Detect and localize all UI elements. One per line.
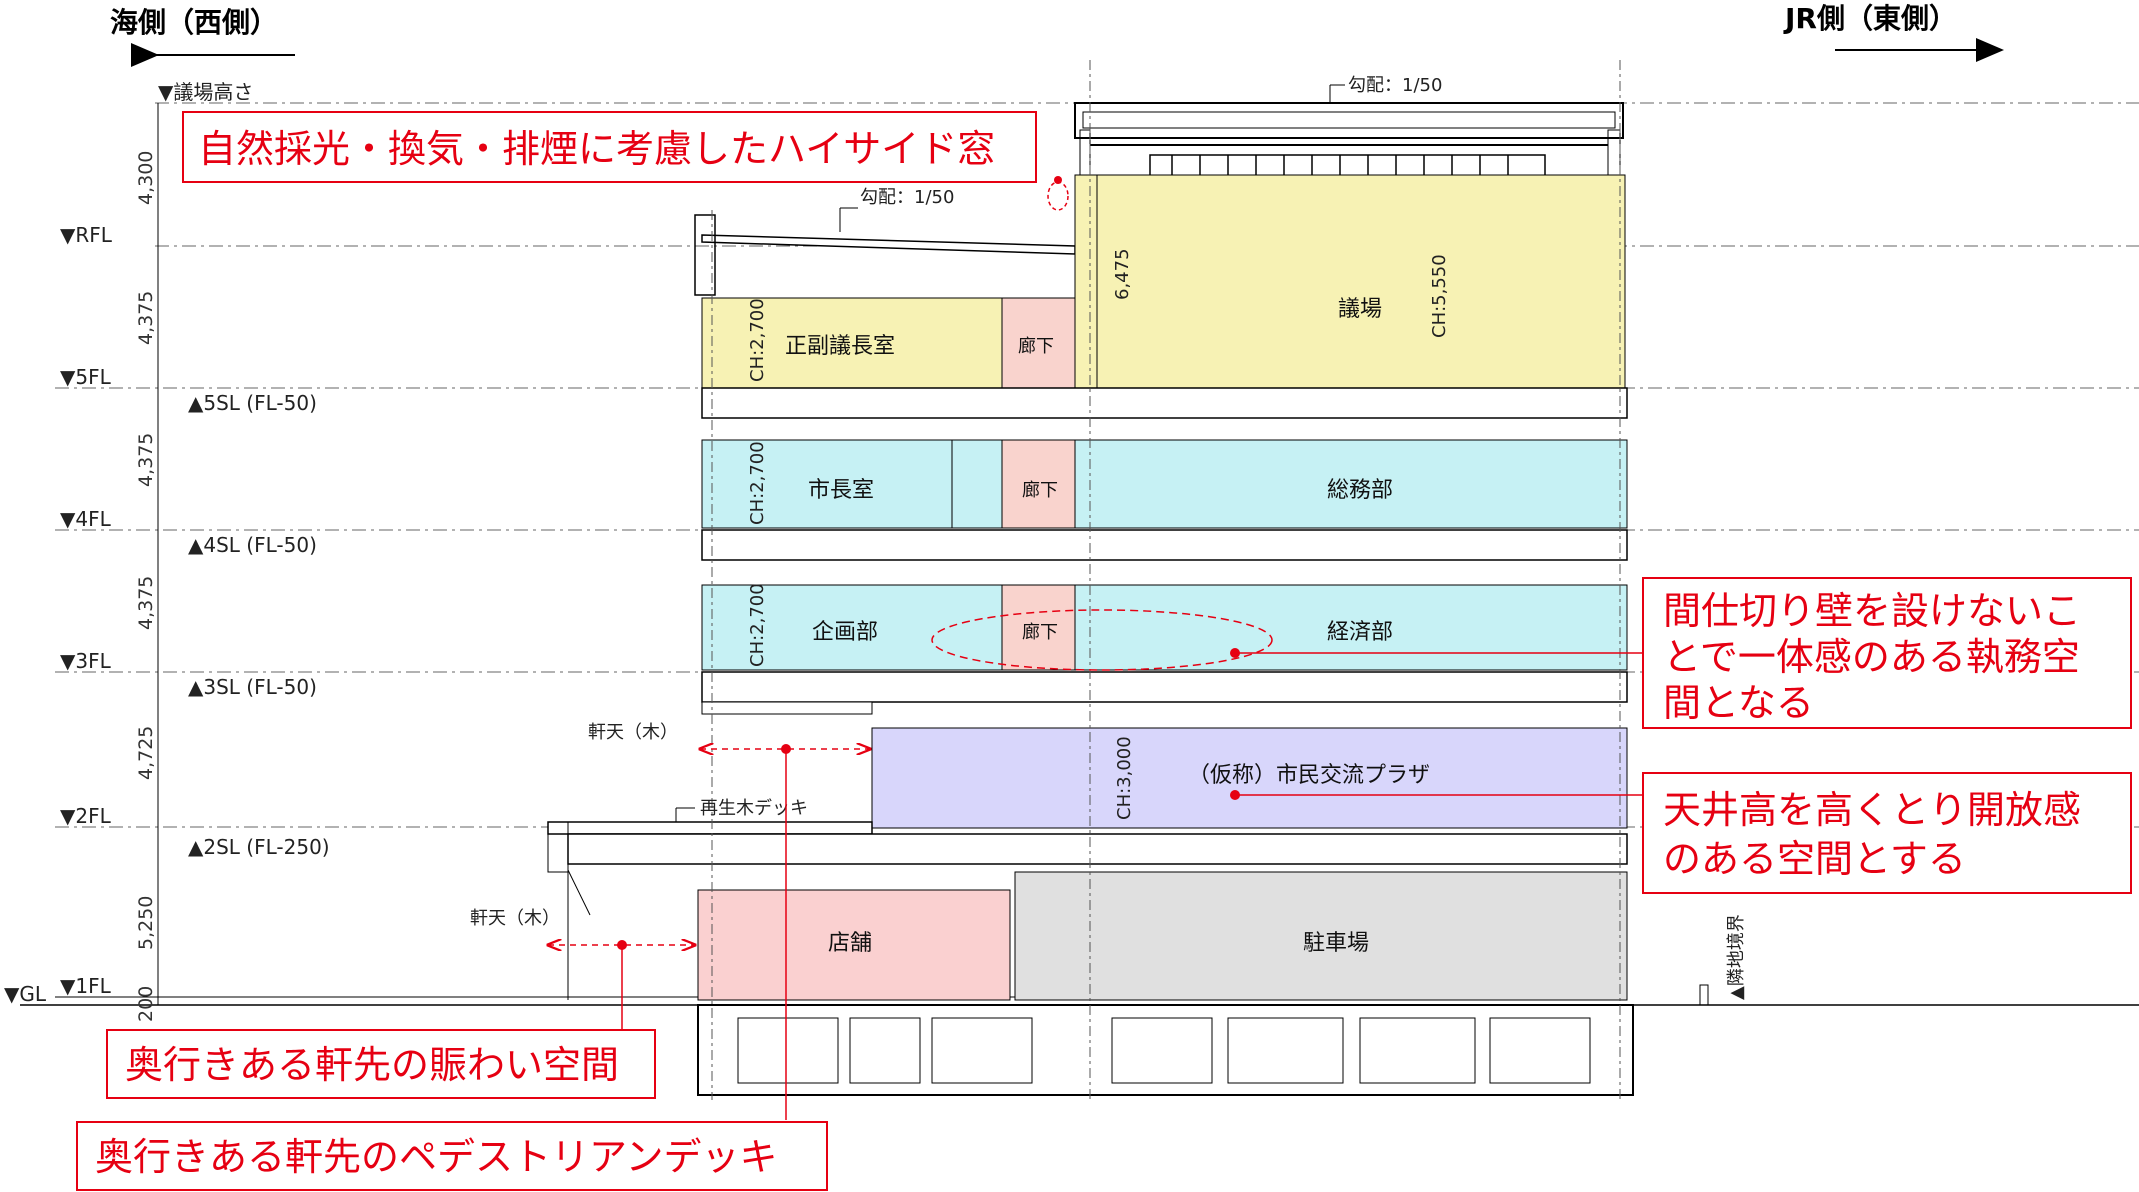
level-3sl: ▲3SL (FL-50) [188,675,317,699]
slope-lower: 勾配：1/50 [860,187,954,208]
dim-4725: 4,725 [135,726,157,780]
red-marks [548,181,1643,1120]
room-corridor-4f: 廊下 [1022,480,1058,501]
callout-office-line1: 間仕切り壁を設けないこ [1663,589,2081,633]
level-2sl: ▲2SL (FL-250) [188,835,330,859]
level-3fl: ▼3FL [60,649,112,673]
callout-office-line3: 間となる [1663,681,1814,725]
callout-eaves-space: 奥行きある軒先の賑わい空間 [106,1029,656,1099]
west-label: 海側（西側） [110,6,278,39]
callout-high-side-window-text: 自然採光・換気・排煙に考慮したハイサイド窓 [198,127,995,171]
ch-assembly: CH:5,550 [1429,254,1450,338]
label-boundary: ▲隣地境界 [1726,914,1747,1000]
callout-high-side-window: 自然採光・換気・排煙に考慮したハイサイド窓 [182,111,1037,183]
height-6475: 6,475 [1112,248,1133,300]
room-shop: 店舗 [828,931,872,956]
room-vice-chair: 正副議長室 [785,334,895,359]
callout-ceiling-line2: のある空間とする [1663,837,1966,881]
east-label: JR側（東側） [1783,2,1957,35]
level-4fl: ▼4FL [60,507,112,531]
dimension-column: 4,300 4,375 4,375 4,375 4,725 5,250 200 [135,103,159,1022]
dim-4375-a: 4,375 [135,291,157,345]
callout-ceiling-line1: 天井高を高くとり開放感 [1663,788,2081,832]
room-corridor-3f: 廊下 [1022,622,1058,643]
callout-ped-deck: 奥行きある軒先のペデストリアンデッキ [76,1121,828,1191]
slope-upper: 勾配：1/50 [1348,75,1442,96]
header-west: 海側（西側） [110,6,295,67]
level-gl: ▼GL [4,982,47,1006]
callout-ped-deck-text: 奥行きある軒先のペデストリアンデッキ [95,1135,777,1179]
level-assembly-height: ▼議場高さ [158,80,253,104]
ch-3f: CH:2,700 [747,583,768,667]
room-corridor-5f: 廊下 [1018,336,1054,357]
label-recycled-deck: 再生木デッキ [700,798,808,819]
room-general-affairs: 総務部 [1327,478,1393,503]
dim-5250: 5,250 [135,896,157,950]
level-5fl: ▼5FL [60,365,112,389]
level-rfl: ▼RFL [60,223,113,247]
room-assembly: 議場 [1338,297,1382,322]
room-planning: 企画部 [812,620,878,645]
level-1fl: ▼1FL [60,974,112,998]
room-economy: 経済部 [1327,620,1393,645]
callout-ceiling: 天井高を高くとり開放感 のある空間とする [1642,772,2132,894]
room-mayor: 市長室 [808,478,874,503]
callout-office-line2: とで一体感のある執務空 [1663,635,2080,679]
callout-eaves-space-text: 奥行きある軒先の賑わい空間 [125,1043,619,1087]
header-east: JR側（東側） [1783,2,2004,62]
level-2fl: ▼2FL [60,804,112,828]
ch-5f: CH:2,700 [747,298,768,382]
callout-office: 間仕切り壁を設けないこ とで一体感のある執務空 間となる [1642,577,2132,729]
level-4sl: ▲4SL (FL-50) [188,533,317,557]
level-5sl: ▲5SL (FL-50) [188,391,317,415]
label-eave-wood-lower: 軒天（木） [470,908,560,929]
dim-200: 200 [135,986,157,1022]
dim-4300: 4,300 [135,151,157,205]
label-eave-wood-upper: 軒天（木） [588,722,678,743]
ch-4f: CH:2,700 [747,441,768,525]
red-dots [617,176,1240,950]
room-plaza: （仮称）市民交流プラザ [1188,763,1430,788]
room-parking: 駐車場 [1303,931,1369,956]
ch-plaza: CH:3,000 [1114,736,1135,820]
dim-4375-b: 4,375 [135,433,157,487]
building [547,60,1634,1100]
dim-4375-c: 4,375 [135,576,157,630]
